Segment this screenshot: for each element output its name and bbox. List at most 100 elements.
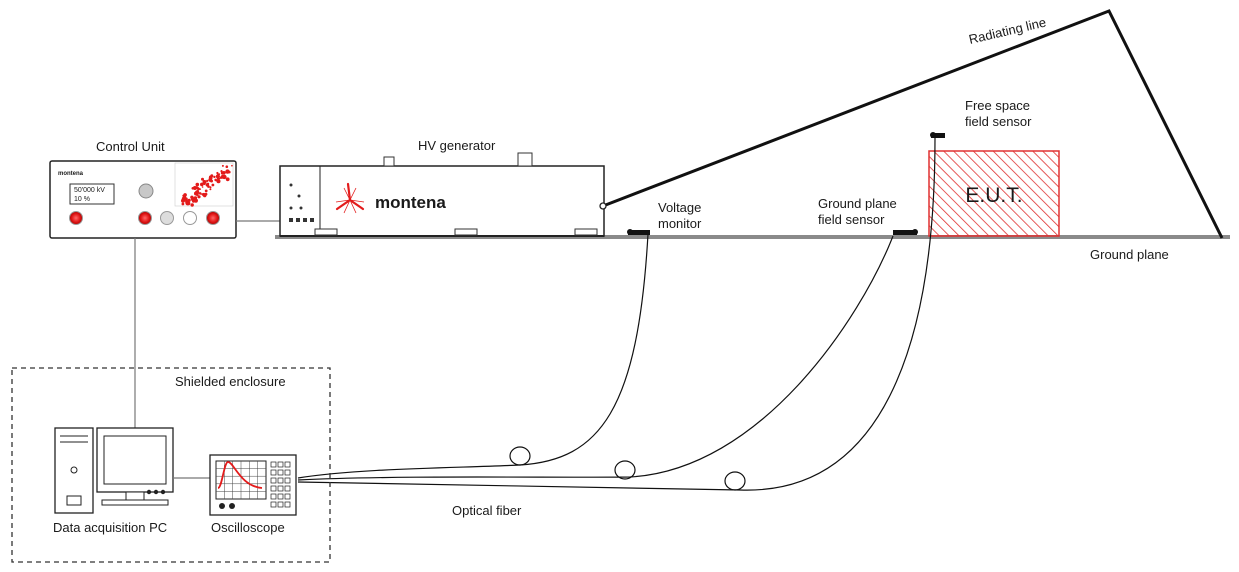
brand-dot	[202, 181, 206, 185]
brand-dot	[200, 182, 204, 187]
label-radiating-line: Radiating line	[967, 15, 1047, 47]
fiber-coil-2	[614, 460, 636, 480]
pc-tower	[54, 427, 94, 514]
label-data-acquisition-pc: Data acquisition PC	[53, 520, 167, 535]
brand-dot	[228, 170, 231, 174]
red-button-3[interactable]	[206, 211, 220, 225]
ground-plane	[275, 235, 1230, 239]
brand-dot	[204, 189, 208, 193]
eut-box: E.U.T.	[928, 150, 1060, 237]
brand-dot	[184, 197, 188, 201]
generator-brand: montena	[375, 193, 446, 212]
red-button-1[interactable]	[69, 211, 83, 225]
scope-key[interactable]	[270, 469, 277, 476]
fiber-coil-1	[509, 446, 531, 466]
scope-key[interactable]	[270, 485, 277, 492]
brand-dot	[209, 186, 212, 189]
label-free-space-sensor-1: Free space	[965, 98, 1030, 113]
scope-key[interactable]	[277, 477, 284, 484]
brand-dot	[190, 203, 194, 207]
radiating-line	[602, 9, 1224, 239]
brand-dot	[209, 188, 212, 191]
red-button-2[interactable]	[138, 211, 152, 225]
scope-key[interactable]	[277, 493, 284, 500]
brand-dot	[210, 174, 214, 178]
brand-dot	[201, 186, 204, 188]
brand-dot	[225, 165, 229, 168]
scope-key[interactable]	[284, 485, 291, 492]
fiber-free-space-sensor	[297, 137, 936, 491]
free-space-field-sensor	[930, 132, 945, 138]
scope-waveform	[217, 461, 263, 489]
brand-dot	[197, 195, 201, 199]
label-control-unit: Control Unit	[96, 139, 165, 154]
ground-plane-field-sensor	[893, 229, 918, 235]
label-free-space-sensor-2: field sensor	[965, 114, 1032, 129]
scope-key[interactable]	[270, 501, 277, 508]
scope-key[interactable]	[284, 461, 291, 468]
brand-dot	[221, 164, 224, 167]
brand-dot	[214, 178, 217, 182]
brand-dot	[187, 198, 191, 202]
eut-label: E.U.T.	[965, 184, 1022, 207]
control-knob[interactable]	[138, 183, 154, 199]
scope-key[interactable]	[270, 477, 277, 484]
scope-key[interactable]	[277, 501, 284, 508]
label-shielded-enclosure: Shielded enclosure	[175, 374, 286, 389]
scope-key[interactable]	[270, 493, 277, 500]
brand-dot	[195, 182, 200, 187]
montena-logo-icon	[335, 182, 365, 214]
fiber-ground-plane-sensor	[297, 235, 894, 481]
fiber-voltage-monitor	[297, 233, 649, 479]
brand-dot	[192, 186, 197, 190]
brand-dot	[203, 193, 207, 198]
brand-dot	[216, 171, 219, 175]
label-oscilloscope: Oscilloscope	[211, 520, 285, 535]
fiber-coil-3	[724, 471, 746, 491]
brand-dot-pattern	[181, 164, 233, 207]
brand-dot	[225, 177, 230, 182]
scope-key[interactable]	[270, 461, 277, 468]
brand-dot	[193, 196, 198, 200]
voltage-monitor-sensor	[627, 229, 650, 235]
brand-dot	[220, 174, 225, 179]
brand-dot	[191, 187, 195, 190]
brand-dot	[216, 179, 221, 184]
optical-fibers	[297, 137, 936, 491]
brand-dot	[198, 192, 202, 195]
scope-key[interactable]	[284, 477, 291, 484]
label-ground-plane-sensor-2: field sensor	[818, 212, 885, 227]
generator-output-connector	[599, 202, 607, 210]
grey-button-2[interactable]	[183, 211, 197, 225]
label-ground-plane: Ground plane	[1090, 247, 1169, 262]
brand-dot	[183, 193, 187, 197]
brand-dot	[210, 179, 213, 183]
control-unit-display-line-1: 50'000 kV	[74, 187, 105, 194]
label-optical-fiber: Optical fiber	[452, 503, 522, 518]
scope-keypad	[270, 461, 291, 508]
brand-dot	[201, 177, 204, 181]
scope-key[interactable]	[284, 493, 291, 500]
control-unit-display	[69, 183, 115, 205]
brand-dot	[206, 179, 209, 182]
grey-button-1[interactable]	[160, 211, 174, 225]
label-voltage-monitor-2: monitor	[658, 216, 702, 231]
label-ground-plane-sensor-1: Ground plane	[818, 196, 897, 211]
scope-key[interactable]	[277, 485, 284, 492]
label-voltage-monitor-1: Voltage	[658, 200, 701, 215]
control-unit-display-line-2: 10 %	[74, 196, 90, 203]
brand-dot	[201, 193, 204, 196]
scope-key[interactable]	[277, 461, 284, 468]
brand-dot	[186, 201, 191, 206]
control-unit-brand: montena	[58, 171, 84, 177]
scope-key[interactable]	[284, 469, 291, 476]
control-unit: montena 50'000 kV 10 %	[49, 160, 237, 239]
brand-dot	[211, 183, 215, 187]
brand-dot	[181, 202, 185, 206]
scope-key[interactable]	[277, 469, 284, 476]
brand-dot	[206, 182, 210, 186]
label-hv-generator: HV generator	[418, 138, 496, 153]
scope-key[interactable]	[284, 501, 291, 508]
